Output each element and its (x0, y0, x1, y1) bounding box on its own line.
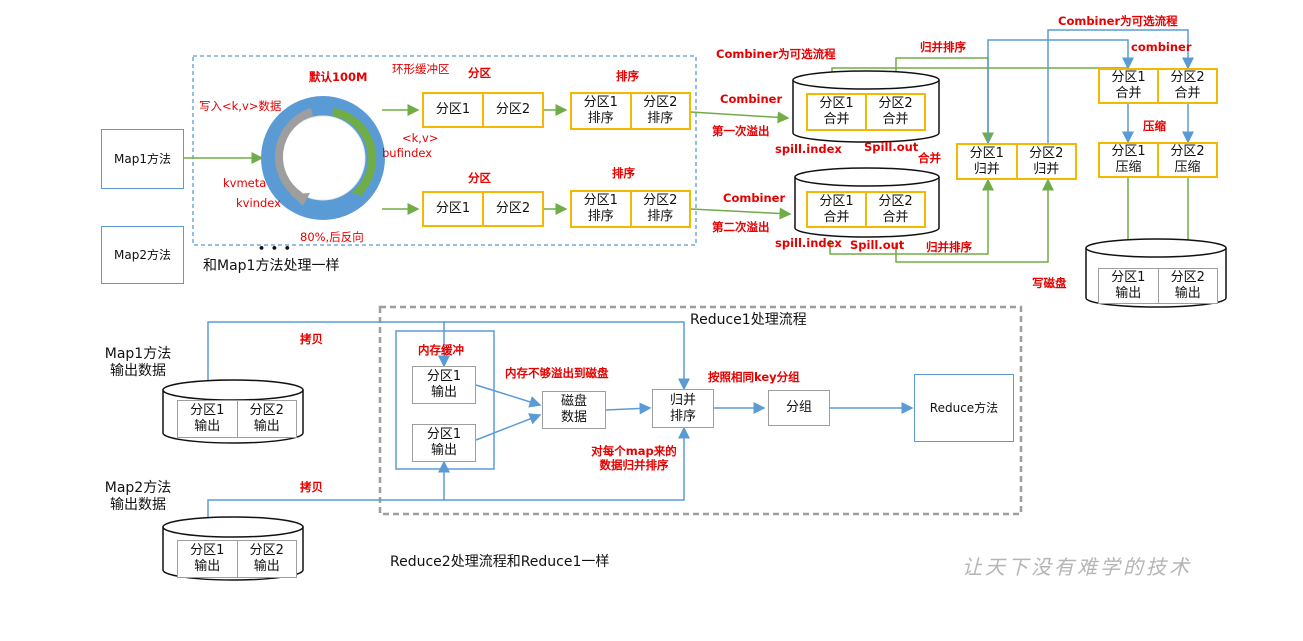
merge-label: 合并 (918, 151, 941, 165)
sorted-partition-cell: 分区1 排序 (583, 193, 618, 224)
ellipsis-dots: • • • (258, 242, 292, 255)
partition-top-label: 分区 (468, 66, 491, 80)
map1-method-box: Map1方法 (101, 129, 184, 189)
second-spill-label: 第二次溢出 (712, 220, 770, 234)
partition-box-top: 分区1 分区2 (422, 92, 544, 128)
buffered-partition-cell: 分区1 输出 (426, 427, 462, 458)
combined-partition-cell: 分区2 合并 (1157, 70, 1216, 102)
ring-buffer-label: 环形缓冲区 (392, 62, 450, 76)
group-label: 分组 (785, 400, 812, 415)
buffered-partition-box-1: 分区1 输出 (412, 366, 476, 404)
compress-label: 压缩 (1143, 119, 1166, 133)
partition-cell: 分区1 (435, 201, 471, 216)
output-partition-cell: 分区1 输出 (190, 403, 225, 434)
spill-index-label-1: spill.index (775, 142, 842, 156)
compressed-partition-cell: 分区2 压缩 (1157, 144, 1216, 176)
reduce-method-box: Reduce方法 (914, 374, 1014, 442)
map1-output-label: Map1方法 输出数据 (104, 346, 172, 379)
map1-method-label: Map1方法 (114, 151, 171, 166)
reduce-method-label: Reduce方法 (929, 400, 999, 415)
ring-buffer-graphic (261, 96, 385, 220)
combined-partition-cell: 分区1 合并 (1111, 70, 1146, 101)
sorted-partition-cell: 分区2 排序 (629, 192, 690, 226)
bufindex-label: bufindex (382, 146, 433, 160)
combined-partition-box-2: 分区1 合并 分区2 合并 (806, 191, 926, 228)
copy-label-2: 拷贝 (300, 480, 323, 494)
final-combined-partition-box: 分区1 合并 分区2 合并 (1098, 68, 1218, 104)
sort-top-label: 排序 (616, 69, 639, 83)
disk-data-label: 磁盘 数据 (560, 394, 587, 425)
merge-sort-label-top: 归并排序 (920, 40, 966, 54)
disk-data-box: 磁盘 数据 (542, 391, 606, 429)
kvmeta-label: kvmeta (223, 176, 267, 190)
write-disk-label: 写磁盘 (1032, 276, 1067, 290)
partition-bottom-label: 分区 (468, 171, 491, 185)
spill-out-label-1: Spill.out (864, 140, 919, 154)
compressed-partition-cell: 分区1 压缩 (1111, 144, 1146, 175)
memory-buffer-label: 内存缓冲 (418, 343, 464, 357)
map2-output-label: Map2方法 输出数据 (104, 480, 172, 513)
watermark: 让天下没有难学的技术 (962, 555, 1192, 579)
percent80-label: 80%,后反向 (300, 230, 364, 244)
spill-out-label-2: Spill.out (850, 238, 905, 252)
merge-sort-label-bottom: 归并排序 (926, 240, 972, 254)
per-map-merge-label: 对每个map来的 数据归并排序 (591, 444, 677, 472)
same-as-map1-note: 和Map1方法处理一样 (203, 258, 340, 274)
sort-bottom-label: 排序 (612, 166, 635, 180)
partition-cell: 分区2 (482, 193, 542, 225)
memory-spill-label: 内存不够溢出到磁盘 (505, 366, 609, 380)
sorted-partition-cell: 分区1 排序 (583, 95, 618, 126)
sorted-partition-cell: 分区2 排序 (629, 94, 690, 128)
spill-index-label-2: spill.index (775, 236, 842, 250)
merged-partition-cell: 分区1 归并 (969, 145, 1004, 177)
compressed-partition-box: 分区1 压缩 分区2 压缩 (1098, 142, 1218, 178)
buffered-partition-cell: 分区1 输出 (426, 369, 462, 400)
kvindex-label: kvindex (236, 196, 281, 210)
combiner-optional-label-1: Combiner为可选流程 (716, 47, 836, 61)
partition-box-bottom: 分区1 分区2 (422, 191, 544, 227)
copy-label-1: 拷贝 (300, 332, 323, 346)
combined-partition-cell: 分区2 合并 (865, 95, 924, 129)
map1-output-partition-box: 分区1 输出 分区2 输出 (177, 400, 297, 438)
buffered-partition-box-2: 分区1 输出 (412, 424, 476, 462)
output-partition-cell: 分区1 输出 (190, 543, 225, 574)
combined-partition-cell: 分区2 合并 (865, 193, 924, 226)
first-spill-label: 第一次溢出 (712, 124, 770, 138)
reduce2-note: Reduce2处理流程和Reduce1一样 (390, 554, 610, 570)
reduce1-flow-title: Reduce1处理流程 (690, 312, 807, 328)
partition-cell: 分区1 (435, 102, 471, 117)
map2-output-partition-box: 分区1 输出 分区2 输出 (177, 540, 297, 578)
merged-partition-cell: 分区2 归并 (1015, 145, 1076, 178)
merge-sort-box: 归并 排序 (652, 389, 714, 428)
output-partition-cell: 分区2 输出 (1157, 269, 1218, 303)
sorted-partition-box-top: 分区1 排序 分区2 排序 (570, 92, 691, 130)
map2-method-label: Map2方法 (114, 247, 171, 262)
combiner-optional-label-2: Combiner为可选流程 (1058, 14, 1178, 28)
reduce-task-region (378, 305, 1023, 516)
combined-partition-cell: 分区1 合并 (819, 193, 854, 225)
merge-sort-label: 归并 排序 (669, 392, 696, 424)
merged-partition-box: 分区1 归并 分区2 归并 (956, 143, 1077, 180)
map2-method-box: Map2方法 (101, 226, 184, 284)
map-task-region (192, 55, 697, 246)
write-kv-label: 写入<k,v>数据 (199, 99, 282, 113)
output-partition-cell: 分区2 输出 (236, 401, 297, 437)
partition-cell: 分区2 (482, 94, 542, 126)
kv-label: <k,v> (402, 131, 439, 145)
group-box: 分组 (768, 390, 830, 426)
combined-partition-cell: 分区1 合并 (819, 96, 854, 127)
final-output-partition-box: 分区1 输出 分区2 输出 (1098, 268, 1218, 304)
combined-partition-box-1: 分区1 合并 分区2 合并 (806, 93, 926, 131)
output-partition-cell: 分区1 输出 (1111, 270, 1146, 301)
group-by-key-label: 按照相同key分组 (708, 370, 800, 384)
combiner-label-2: Combiner (723, 191, 786, 205)
combiner-label-3: combiner (1131, 40, 1192, 54)
combiner-label-1: Combiner (720, 92, 783, 106)
sorted-partition-box-bottom: 分区1 排序 分区2 排序 (570, 190, 691, 228)
default-100m-label: 默认100M (309, 70, 368, 84)
output-partition-cell: 分区2 输出 (236, 541, 297, 577)
